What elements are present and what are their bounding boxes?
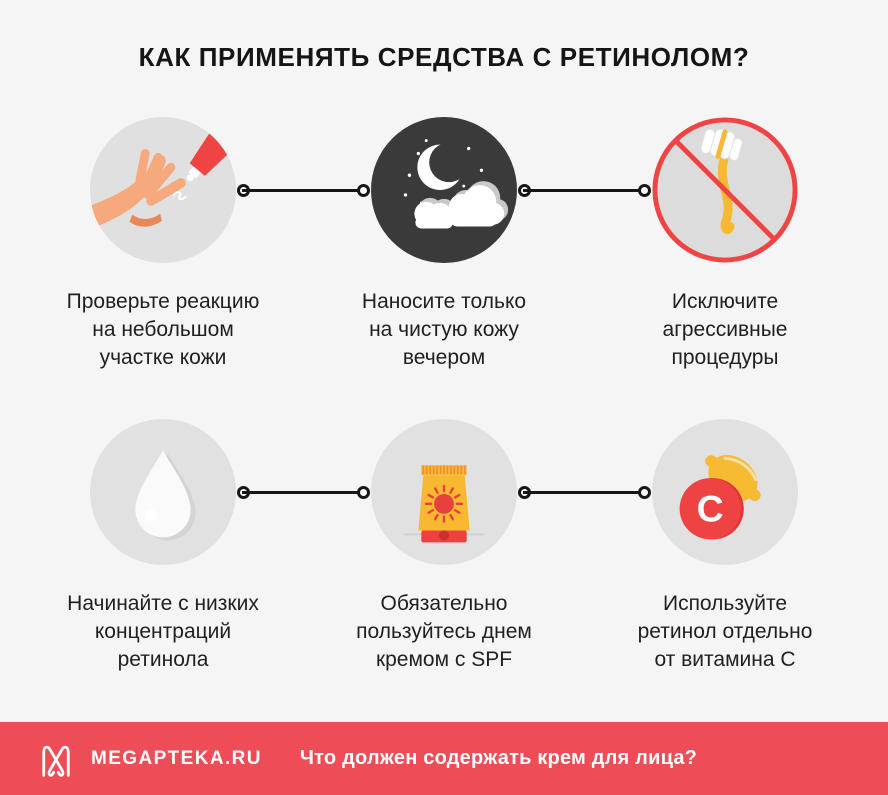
footer-bar: MEGAPTEKA.RU Что должен содержать крем д… [0,722,888,795]
connector-node-icon [638,486,651,499]
page-title: КАК ПРИМЕНЯТЬ СРЕДСТВА С РЕТИНОЛОМ? [138,42,750,72]
footer-question: Что должен содержать крем для лица? [299,747,698,769]
connector-line [237,184,370,197]
connector-node-icon [638,184,651,197]
step-label-1: Проверьте реакцию на небольшом участке к… [66,290,260,369]
connector-line [237,486,370,499]
low-concentration-drop-icon [89,418,237,566]
step-label-5: Обязательно пользуйтесь днем кремом с SP… [356,592,532,671]
connector-line [518,486,651,499]
vitamin-c-lemon-icon: C [651,418,799,566]
spf-cream-tube-icon [370,418,518,566]
step-label-4: Начинайте с низких концентраций ретинола [67,592,259,671]
connector-line [518,184,651,197]
connector-node-icon [357,486,370,499]
step-label-6: Используйте ретинол отдельно от витамина… [637,592,813,671]
brand-name: MEGAPTEKA.RU [91,747,262,769]
step-label-3: Исключите агрессивные процедуры [662,290,788,369]
no-aggressive-brush-icon [651,116,799,264]
vitamin-c-letter: C [697,488,724,530]
megapteka-m-logo-icon [42,745,70,777]
patch-test-hand-cream-icon [89,116,237,264]
step-label-2: Наносите только на чистую кожу вечером [361,290,527,369]
connector-node-icon [357,184,370,197]
night-moon-clouds-icon [370,116,518,264]
